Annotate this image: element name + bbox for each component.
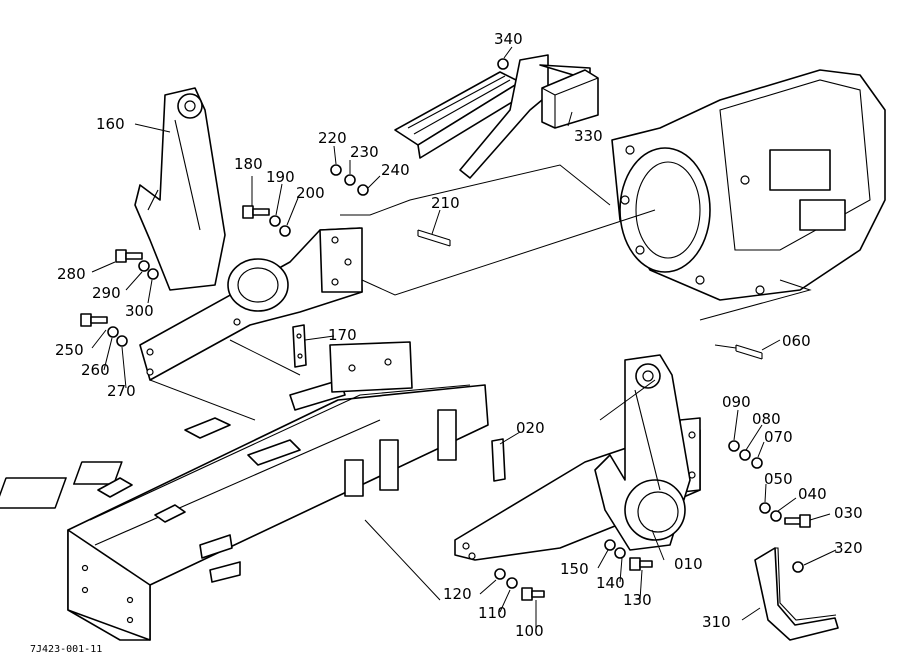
part-label-180: 180 xyxy=(234,155,263,173)
part-label-140: 140 xyxy=(596,574,625,592)
part-label-120: 120 xyxy=(443,585,472,603)
part-label-160: 160 xyxy=(96,115,125,133)
right-support-arm xyxy=(594,354,691,551)
part-label-250: 250 xyxy=(55,341,84,359)
bracket-330 xyxy=(541,69,599,129)
part-label-010: 010 xyxy=(674,555,703,573)
main-frame-assembly xyxy=(0,341,489,641)
part-label-020: 020 xyxy=(516,419,545,437)
part-label-320: 320 xyxy=(834,539,863,557)
part-label-290: 290 xyxy=(92,284,121,302)
part-label-340: 340 xyxy=(494,30,523,48)
part-label-190: 190 xyxy=(266,168,295,186)
part-label-090: 090 xyxy=(722,393,751,411)
transmission-housing xyxy=(611,69,886,301)
part-label-230: 230 xyxy=(350,143,379,161)
assembly-lines xyxy=(149,164,812,601)
part-label-280: 280 xyxy=(57,265,86,283)
document-code: 7J423-001-11 xyxy=(30,644,102,655)
left-mounting-bracket xyxy=(139,227,363,381)
part-label-200: 200 xyxy=(296,184,325,202)
hardware xyxy=(80,58,811,601)
part-label-060: 060 xyxy=(782,332,811,350)
part-label-210: 210 xyxy=(431,194,460,212)
spacer-plate-020 xyxy=(491,438,506,482)
step-plate xyxy=(394,54,591,179)
part-label-030: 030 xyxy=(834,504,863,522)
part-label-240: 240 xyxy=(381,161,410,179)
left-support-arm xyxy=(134,87,226,291)
part-label-130: 130 xyxy=(623,591,652,609)
part-label-070: 070 xyxy=(764,428,793,446)
spacer-plate-170 xyxy=(292,324,307,368)
part-label-080: 080 xyxy=(752,410,781,428)
part-label-050: 050 xyxy=(764,470,793,488)
part-label-300: 300 xyxy=(125,302,154,320)
part-label-040: 040 xyxy=(798,485,827,503)
label-leaders xyxy=(91,46,837,628)
part-label-110: 110 xyxy=(478,604,507,622)
part-label-310: 310 xyxy=(702,613,731,631)
part-labels: 340 160 220 230 240 180 190 200 330 210 … xyxy=(55,30,863,640)
bracket-310 xyxy=(754,547,839,641)
part-label-100: 100 xyxy=(515,622,544,640)
part-label-170: 170 xyxy=(328,326,357,344)
part-label-150: 150 xyxy=(560,560,589,578)
part-label-330: 330 xyxy=(574,127,603,145)
part-label-220: 220 xyxy=(318,129,347,147)
part-label-260: 260 xyxy=(81,361,110,379)
part-label-270: 270 xyxy=(107,382,136,400)
